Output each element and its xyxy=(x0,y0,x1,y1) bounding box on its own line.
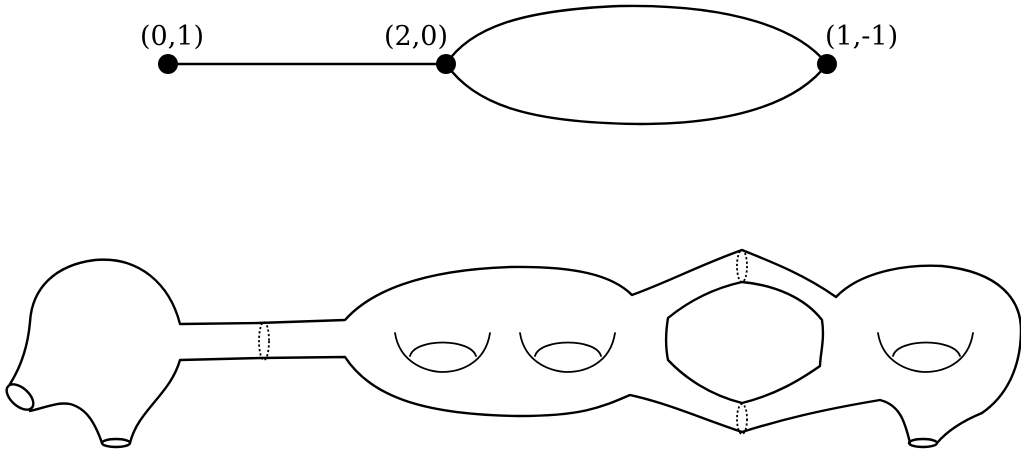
vertex-label-v2: (2,0) xyxy=(384,21,448,52)
handle-1 xyxy=(394,332,491,373)
handle-2 xyxy=(519,332,616,373)
vertex-label-v3: (1,-1) xyxy=(825,21,898,52)
cutting-curve-left-tube xyxy=(258,321,270,361)
graph-vertex-v3 xyxy=(817,54,837,74)
left-boundary-circle xyxy=(5,383,35,411)
central-hole xyxy=(664,280,825,405)
handle-3 xyxy=(877,332,974,373)
vertex-label-v1: (0,1) xyxy=(140,21,204,52)
surface-outline-bottom xyxy=(28,402,104,445)
surface-outline-bottom-right xyxy=(935,411,984,445)
surface-outline-top xyxy=(8,248,1021,415)
graph-edge-v2-v3-upper xyxy=(444,4,829,66)
right-leg-boundary xyxy=(907,437,939,449)
cutting-curve-top-neck xyxy=(736,249,748,283)
graph-edge-v2-v3-lower xyxy=(444,62,829,126)
left-leg-boundary xyxy=(100,437,132,449)
surface-outline-bottom-mid xyxy=(128,355,912,445)
dual-graph: (0,1) (2,0) (1,-1) xyxy=(140,4,898,126)
cutting-curve-bottom-neck xyxy=(736,403,748,435)
graph-vertex-v2 xyxy=(436,54,456,74)
nodal-surface xyxy=(5,248,1021,449)
graph-vertex-v1 xyxy=(158,54,178,74)
